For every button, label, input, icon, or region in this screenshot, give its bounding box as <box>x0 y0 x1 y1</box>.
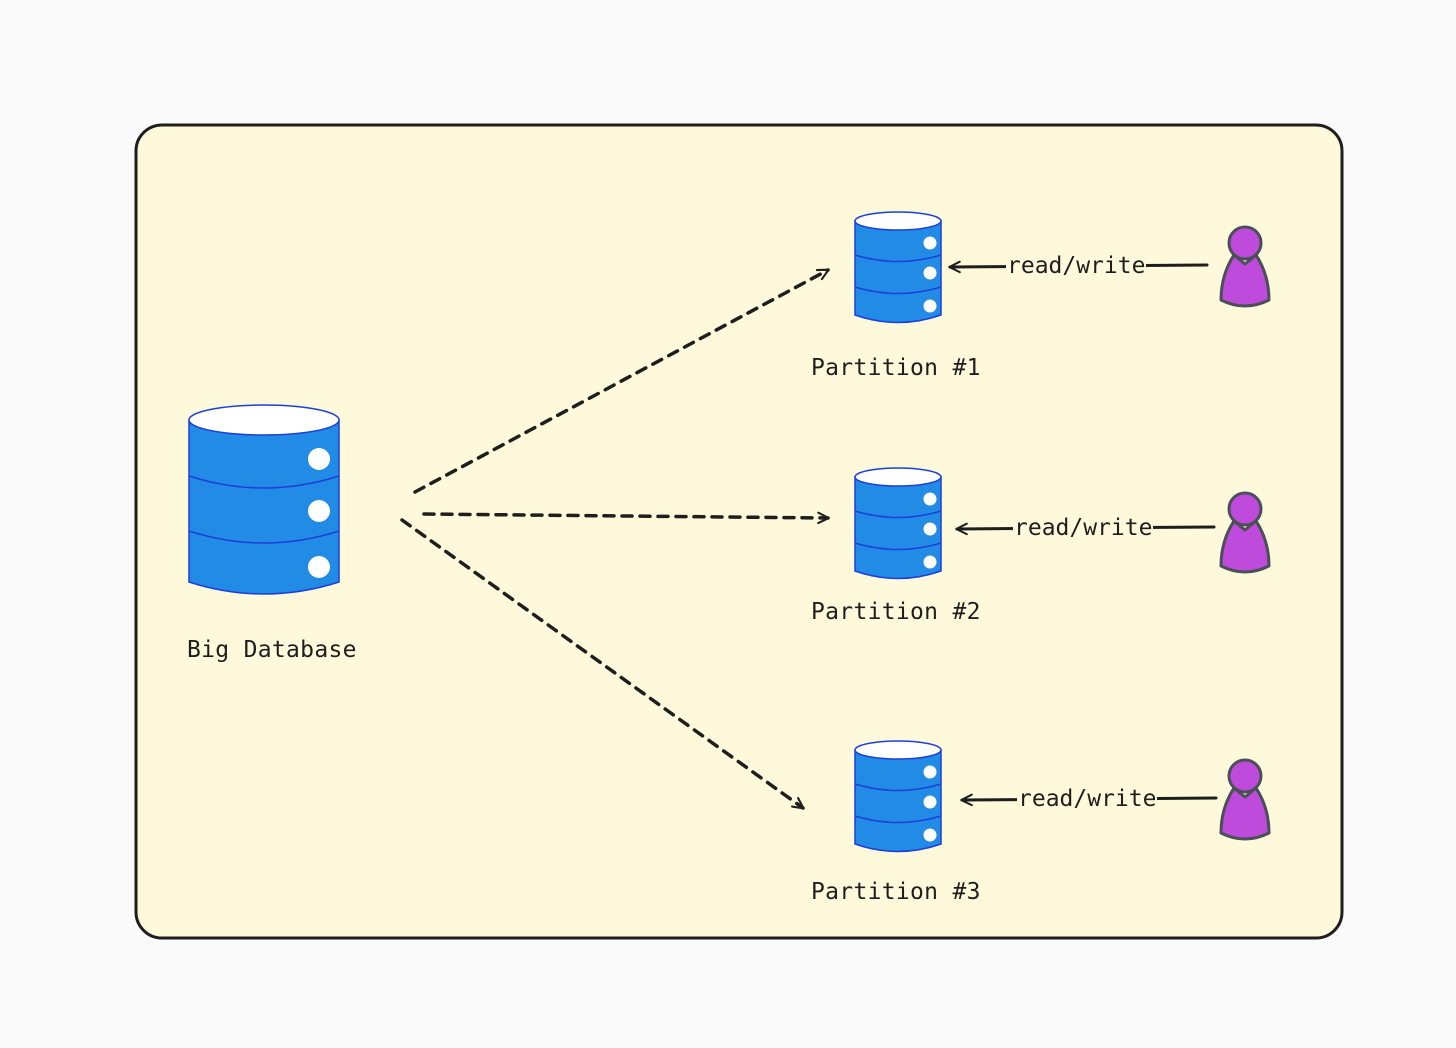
partition-1-label: Partition #1 <box>811 355 981 381</box>
read-write-label-3: read/write <box>1017 785 1158 813</box>
database-icon <box>188 404 340 595</box>
read-write-label-1: read/write <box>1006 252 1147 280</box>
arrow-to-partition-3 <box>400 518 805 810</box>
database-icon <box>854 740 942 853</box>
partition-2-label: Partition #2 <box>811 599 981 625</box>
arrow-to-partition-2 <box>422 511 830 525</box>
user-icon <box>1219 225 1271 308</box>
user-icon <box>1219 758 1271 841</box>
arrow-to-partition-1 <box>413 268 830 494</box>
read-write-label-2: read/write <box>1013 514 1154 542</box>
partitioning-frame <box>134 123 1344 940</box>
database-icon <box>854 211 942 324</box>
partition-3-label: Partition #3 <box>811 879 981 905</box>
user-icon <box>1219 491 1271 574</box>
database-icon <box>854 467 942 580</box>
big-database-label: Big Database <box>187 637 357 663</box>
